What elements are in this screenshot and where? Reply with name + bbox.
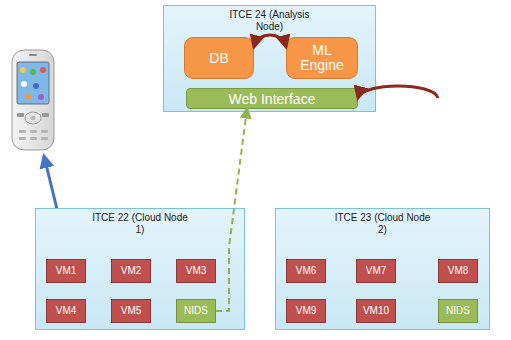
vm-box: VM7	[356, 259, 396, 283]
node-label: VM8	[448, 265, 469, 277]
node-title: ITCE 23 (Cloud Node 2)	[335, 212, 431, 236]
vm-box: VM10	[356, 299, 396, 323]
exchange-arrow	[358, 86, 438, 98]
node-label: VM10	[363, 305, 389, 317]
node-title: ITCE 24 (Analysis Node)	[222, 9, 318, 33]
node-label: VM6	[296, 265, 317, 277]
node-label: VM9	[296, 305, 317, 317]
node-label: VM4	[56, 305, 77, 317]
cloud-node-box: ITCE 23 (Cloud Node 2) VM6 VM7 VM8VM9 VM10 NI…	[275, 208, 490, 330]
exchange-arrow	[254, 35, 286, 47]
vm-box: VM5	[111, 299, 151, 323]
vm-box: VM9	[286, 299, 326, 323]
node-title: ITCE 22 (Cloud Node 1)	[92, 212, 188, 236]
vm-box: VM1	[46, 259, 86, 283]
nids-box: NIDS	[176, 299, 216, 323]
data-flow-arrow	[216, 109, 247, 311]
node-label: NIDS	[446, 305, 470, 317]
node-label: VM5	[121, 305, 142, 317]
ml-engine-box: ML Engine	[286, 37, 358, 79]
vm-box: VM3	[176, 259, 216, 283]
vm-box: VM4	[46, 299, 86, 323]
database-box: DB	[184, 37, 254, 79]
web-interface-box: Web Interface	[186, 88, 358, 109]
node-label: DB	[209, 51, 228, 66]
node-label: NIDS	[184, 305, 208, 317]
analysis-node-box: ITCE 24 (Analysis Node) DB ML EngineWeb In…	[163, 5, 376, 112]
cloud-node-box: ITCE 22 (Cloud Node 1) VM1 VM2 VM3VM4 VM5 NID…	[35, 208, 245, 330]
node-label: Web Interface	[229, 91, 316, 107]
vm-box: VM8	[438, 259, 478, 283]
node-label: VM3	[186, 265, 207, 277]
node-label: VM1	[56, 265, 77, 277]
node-label: VM7	[366, 265, 387, 277]
vm-box: VM6	[286, 259, 326, 283]
node-label: ML Engine	[298, 43, 346, 73]
mobile-phone	[12, 50, 54, 150]
nids-box: NIDS	[438, 299, 478, 323]
vm-box: VM2	[111, 259, 151, 283]
node-label: VM2	[121, 265, 142, 277]
